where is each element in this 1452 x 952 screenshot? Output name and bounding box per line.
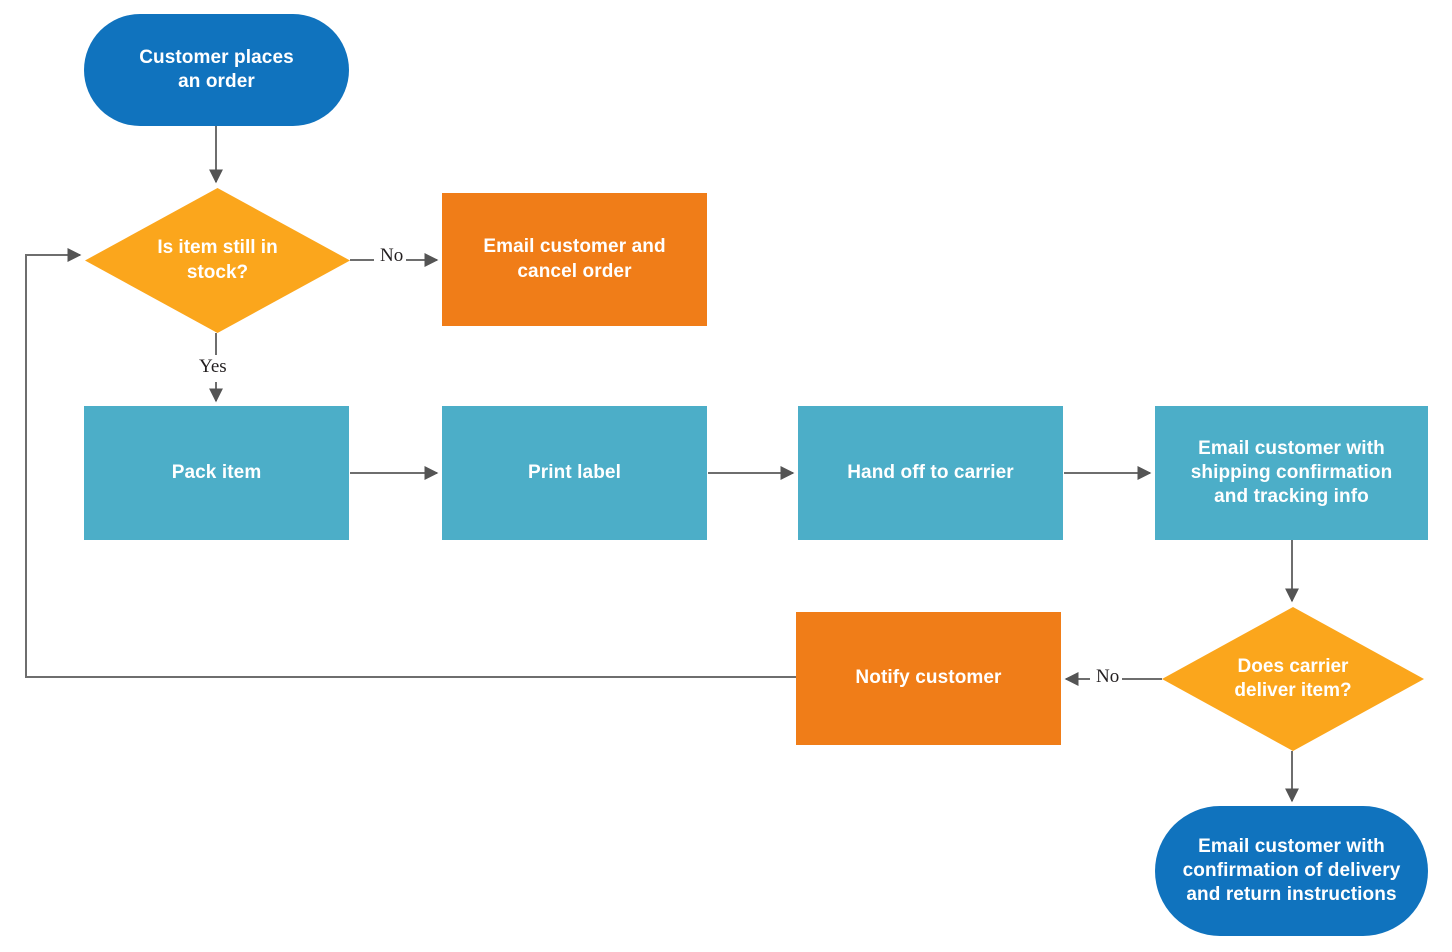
node-label: Email customer with shipping confirmatio… bbox=[1190, 437, 1393, 508]
node-label: Print label bbox=[528, 461, 621, 483]
edge-notify-customer-to-stock-decision bbox=[25, 248, 796, 678]
diamond-shape bbox=[85, 188, 350, 333]
node-is-item-still-in-stock[interactable]: Is item still in stock? bbox=[85, 188, 350, 333]
node-print-label[interactable]: Print label bbox=[442, 406, 707, 540]
node-customer-places-an-order[interactable]: Customer places an order bbox=[84, 14, 349, 126]
node-pack-item[interactable]: Pack item bbox=[84, 406, 349, 540]
node-label: Hand off to carrier bbox=[847, 461, 1014, 483]
node-email-customer-and-cancel-order[interactable]: Email customer and cancel order bbox=[442, 193, 707, 326]
edge-label-stock-yes: Yes bbox=[199, 356, 227, 377]
diamond-shape bbox=[1162, 607, 1424, 751]
node-email-customer-with-shipping-confirmation[interactable]: Email customer with shipping confirmatio… bbox=[1155, 406, 1428, 540]
node-label: Pack item bbox=[171, 461, 262, 483]
node-hand-off-to-carrier[interactable]: Hand off to carrier bbox=[798, 406, 1063, 540]
node-label: Email customer and cancel order bbox=[483, 236, 666, 282]
edge-label-stock-no: No bbox=[380, 245, 404, 266]
node-label: Customer places an order bbox=[139, 46, 294, 92]
node-label: Notify customer bbox=[855, 667, 1002, 689]
node-notify-customer[interactable]: Notify customer bbox=[796, 612, 1061, 745]
node-email-customer-with-confirmation-of-delivery[interactable]: Email customer with confirmation of deli… bbox=[1155, 806, 1428, 936]
node-label: Email customer with confirmation of deli… bbox=[1182, 835, 1401, 906]
edge-label-delivery-no: No bbox=[1096, 666, 1120, 687]
node-does-carrier-deliver-item[interactable]: Does carrier deliver item? bbox=[1162, 607, 1424, 751]
